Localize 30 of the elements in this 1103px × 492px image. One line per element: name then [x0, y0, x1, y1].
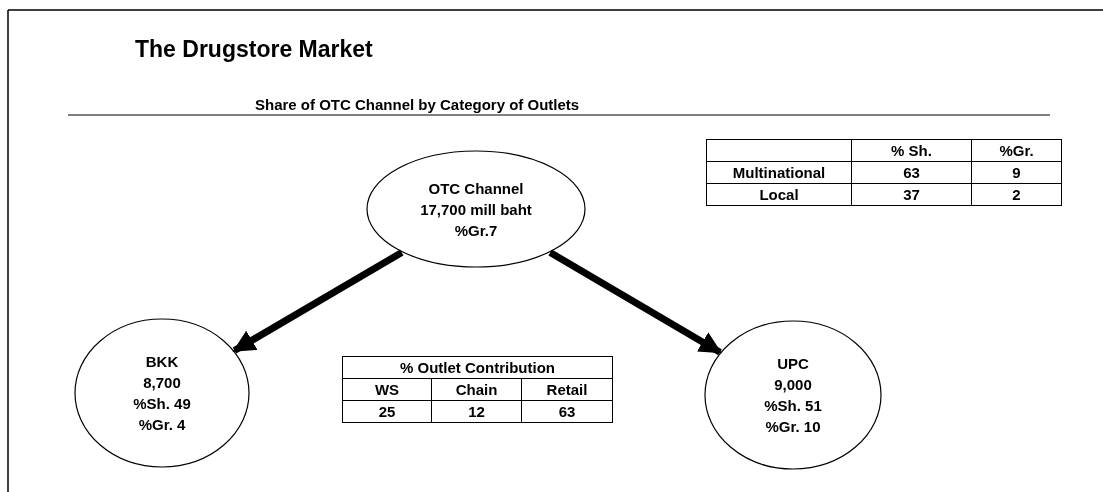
node-text: %Gr. 4	[138, 415, 186, 435]
table-cell: %Gr.	[971, 139, 1062, 162]
node-text: BKK	[145, 352, 179, 372]
node-text: UPC	[777, 354, 809, 374]
table-cell: % Sh.	[851, 139, 972, 162]
table-cell: Retail	[521, 378, 613, 401]
node-text: %Sh. 51	[764, 396, 822, 416]
table-cell: 2	[971, 183, 1062, 206]
node-text: OTC Channel	[428, 178, 524, 199]
subtitle: Share of OTC Channel by Category of Outlets	[255, 96, 580, 113]
arrow	[548, 249, 722, 356]
table-cell: WS	[342, 378, 432, 401]
node-text: 9,000	[774, 375, 812, 395]
table-cell: 9	[971, 161, 1062, 184]
table-cell: Multinational	[706, 161, 852, 184]
arrow	[232, 249, 404, 354]
table-cell: 12	[431, 400, 522, 423]
node-text: %Gr. 10	[765, 417, 821, 437]
table-cell: 63	[851, 161, 972, 184]
node-text: %Sh. 49	[133, 394, 191, 414]
node-text: %Gr.7	[454, 220, 498, 241]
node-text: 17,700 mill baht	[420, 199, 532, 220]
table-cell: 37	[851, 183, 972, 206]
table-cell: Chain	[431, 378, 522, 401]
table-cell: Local	[706, 183, 852, 206]
table-cell: 63	[521, 400, 613, 423]
page-title: The Drugstore Market	[135, 36, 373, 63]
node-text: 8,700	[143, 373, 181, 393]
table-cell: 25	[342, 400, 432, 423]
table-cell: % Outlet Contribution	[342, 356, 613, 379]
